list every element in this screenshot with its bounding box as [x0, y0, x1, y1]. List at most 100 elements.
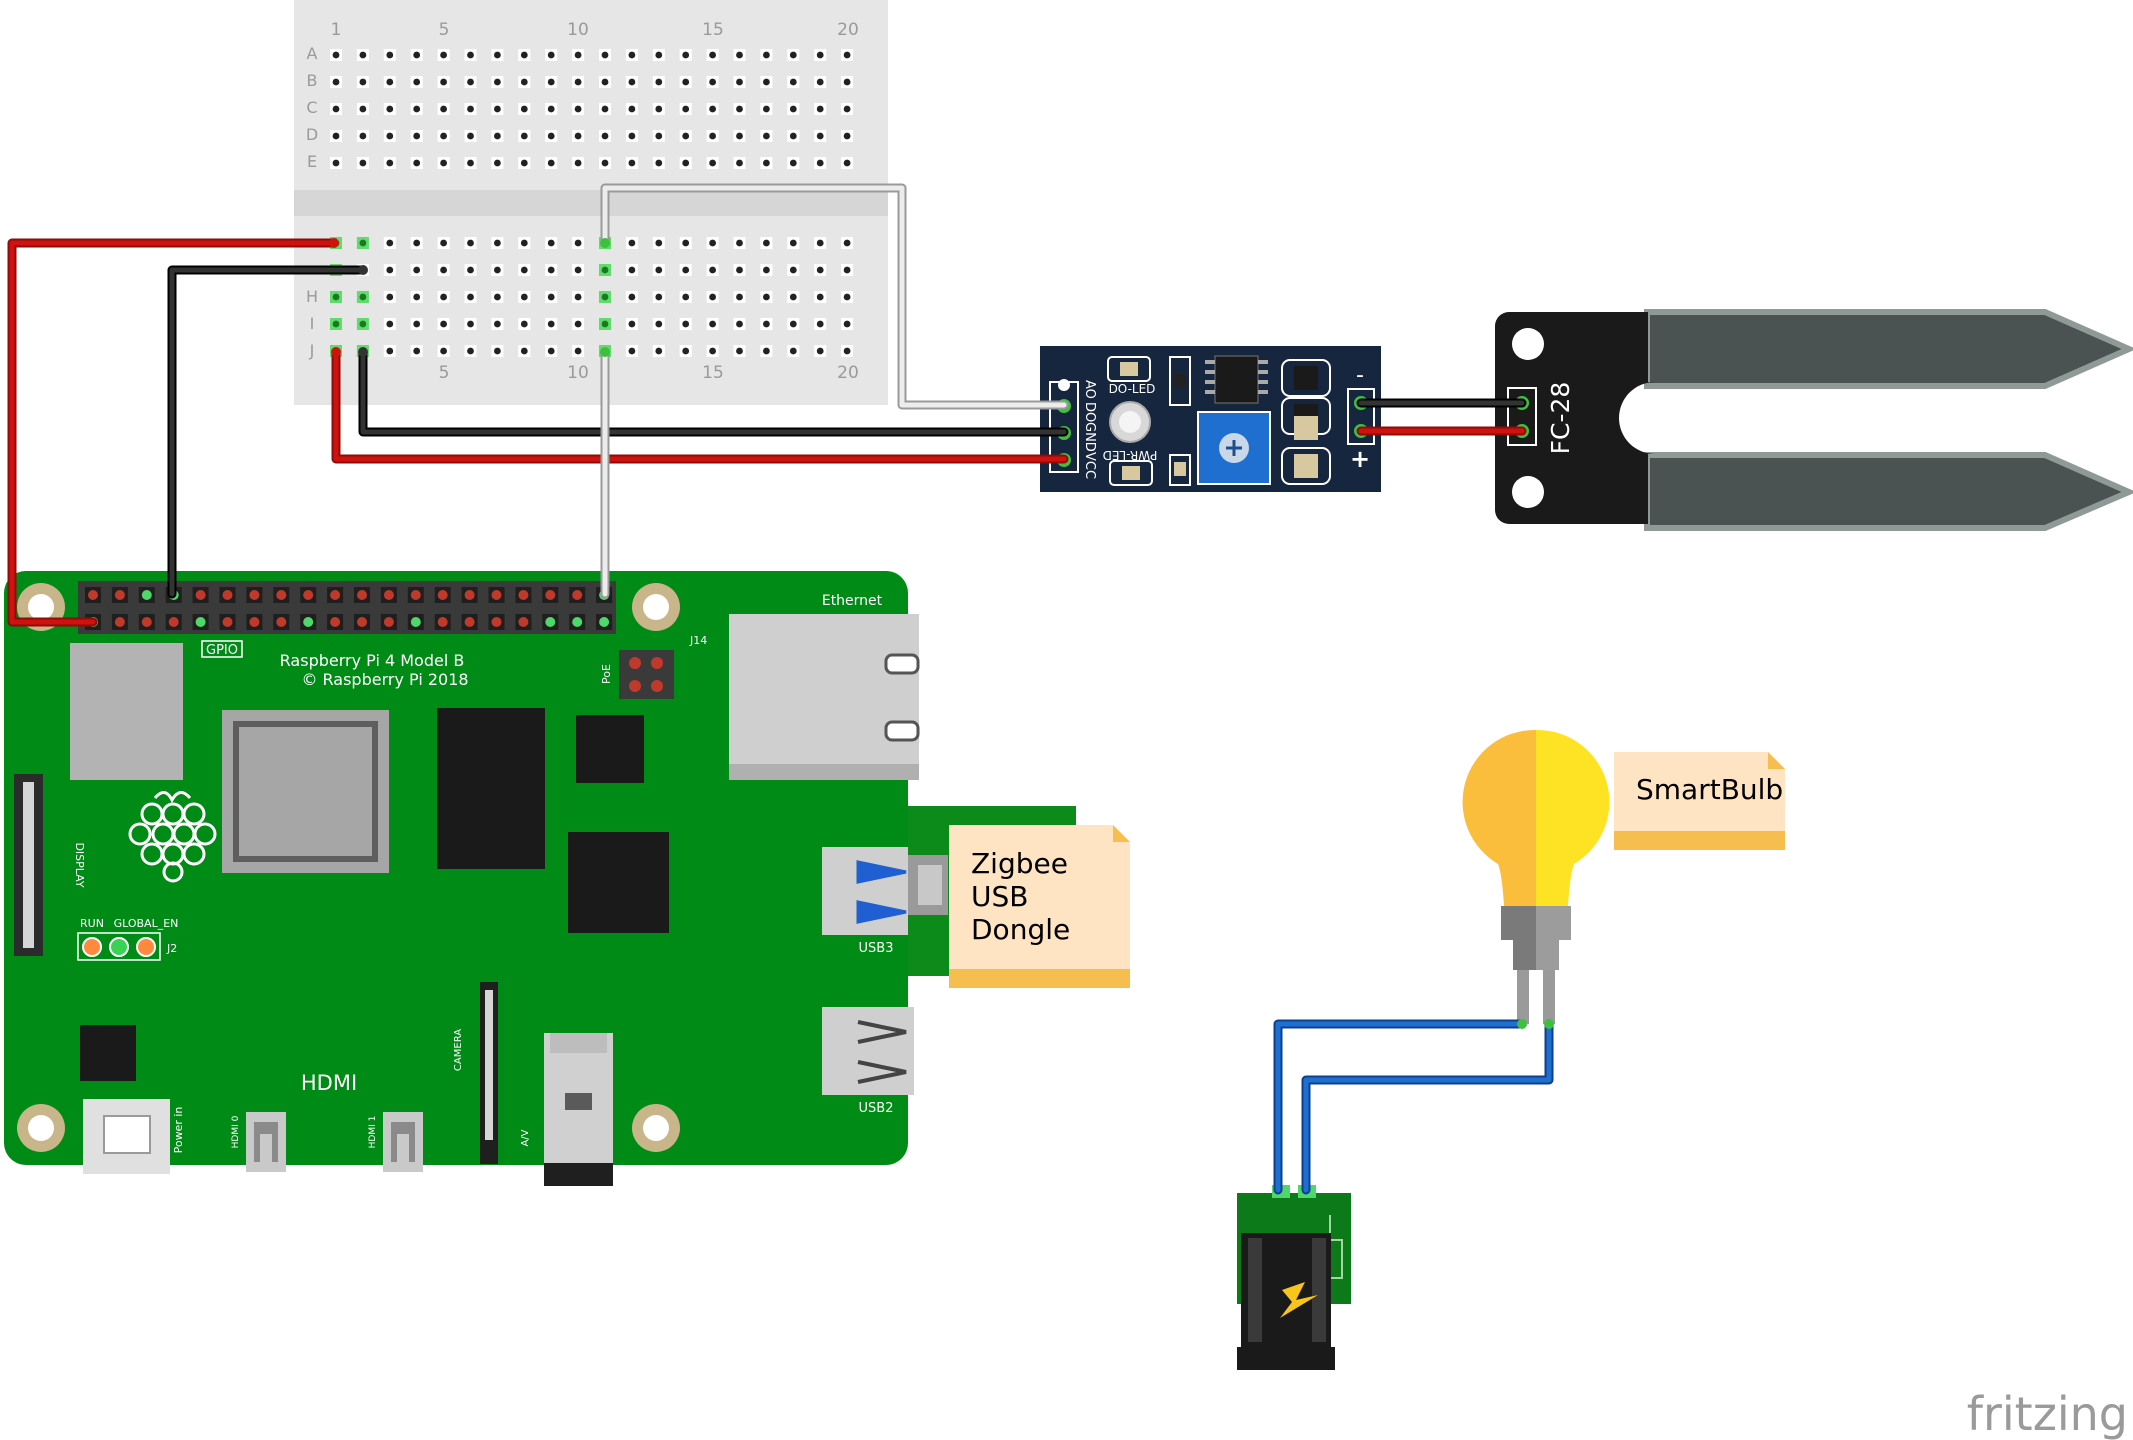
breadboard-hole-dot — [520, 105, 528, 113]
av-jack-top — [550, 1033, 607, 1053]
bulb-lead-right — [1543, 970, 1555, 1024]
wire-end-dot — [358, 347, 368, 357]
status-led-icon — [136, 937, 156, 957]
probe-head — [1495, 312, 1655, 524]
usb3-label: USB3 — [859, 941, 894, 956]
breadboard-hole-dot — [816, 239, 824, 247]
smd-component — [1169, 356, 1191, 406]
breadboard-hole-dot — [843, 159, 851, 167]
breadboard-hole-dot — [359, 132, 367, 140]
breadboard-hole-dot — [709, 78, 716, 86]
do-led-icon — [1107, 356, 1151, 382]
resistor-array — [1281, 359, 1331, 485]
breadboard-hole-dot — [520, 266, 528, 274]
breadboard-hole-dot — [843, 239, 851, 247]
breadboard-hole-dot — [386, 266, 394, 274]
bb-bnum-10: 10 — [567, 363, 589, 383]
dongle-usb-plug-inner — [918, 865, 942, 905]
breadboard-hole-dot — [413, 132, 421, 140]
wire-blue-bulb-to-jack-1 — [1273, 1019, 1527, 1195]
breadboard-hole-dot — [736, 347, 743, 355]
breadboard-hole-dot — [359, 159, 367, 167]
fritzing-watermark: fritzing — [1967, 1387, 2128, 1440]
bb-bnum-5: 5 — [439, 363, 450, 383]
breadboard-hole-dot — [628, 105, 636, 113]
breadboard-hole-dot — [359, 239, 367, 247]
wire-end-dot — [1544, 1019, 1554, 1029]
breadboard-hole-dot — [763, 159, 770, 167]
gpio-pin — [491, 590, 502, 600]
breadboard-hole-dot — [682, 266, 690, 274]
gpio-pin — [114, 617, 125, 627]
breadboard-hole-dot — [574, 51, 582, 59]
breadboard-hole-dot — [601, 159, 609, 167]
comparator-ic-pins — [1205, 360, 1268, 394]
breadboard-hole-dot — [682, 347, 690, 355]
global-en-label: GLOBAL_EN — [114, 917, 179, 930]
smd-component — [1169, 454, 1191, 486]
wire-end-dot — [329, 238, 339, 248]
zigbee-note-line1: Zigbee — [971, 847, 1068, 880]
breadboard-hole-dot — [789, 266, 797, 274]
gpio-pins — [85, 587, 613, 630]
ethernet-led — [884, 720, 920, 742]
breadboard-hole-dot — [628, 347, 636, 355]
poe-header — [619, 650, 674, 699]
breadboard-hole-dot — [816, 51, 824, 59]
wireless-module — [70, 643, 183, 780]
gpio-pin — [249, 590, 260, 600]
breadboard-hole-dot — [413, 159, 421, 167]
bb-num-1: 1 — [331, 20, 342, 40]
wire-end-dot — [358, 265, 368, 275]
pi-copyright: © Raspberry Pi 2018 — [301, 670, 468, 689]
breadboard-hole-dot — [574, 266, 582, 274]
breadboard-hole-dot — [843, 78, 851, 86]
gpio-pin — [114, 590, 125, 600]
breadboard-hole-dot — [467, 105, 474, 113]
breadboard-hole-dot — [628, 51, 636, 59]
breadboard-hole-dot — [467, 320, 474, 328]
poe-pin — [651, 680, 663, 692]
breadboard-hole-dot — [843, 105, 851, 113]
breadboard-hole-dot — [628, 159, 636, 167]
breadboard-hole-dot — [601, 132, 609, 140]
breadboard-hole-dot — [467, 293, 474, 301]
breadboard-hole-dot — [709, 266, 716, 274]
breadboard-hole-dot — [547, 266, 555, 274]
breadboard-hole-dot — [467, 78, 474, 86]
do-led-body — [1120, 362, 1138, 376]
breadboard-center-channel — [294, 190, 888, 216]
breadboard-hole-dot — [494, 132, 501, 140]
raspberry-pi-board: GPIO Raspberry Pi 4 Model B © Raspberry … — [4, 571, 920, 1186]
breadboard-hole-dot — [574, 320, 582, 328]
breadboard-hole-dot — [682, 51, 690, 59]
breadboard-hole-dot — [843, 266, 851, 274]
breadboard-holes — [330, 49, 854, 357]
bulb-glass-left — [1462, 729, 1536, 906]
breadboard-hole-dot — [655, 239, 663, 247]
breadboard-hole-dot — [332, 132, 340, 140]
probe-connector — [1507, 387, 1537, 446]
breadboard-hole-dot — [736, 132, 743, 140]
breadboard-hole-dot — [763, 239, 770, 247]
breadboard-hole-dot — [763, 320, 770, 328]
usb-controller-chip — [568, 832, 669, 933]
small-chip — [576, 715, 644, 783]
fc28-probe: FC-28 — [1495, 309, 2133, 531]
gpio-pin — [572, 617, 583, 627]
breadboard-hole-dot — [789, 78, 797, 86]
breadboard-hole-dot — [413, 51, 421, 59]
breadboard-hole-dot — [547, 159, 555, 167]
breadboard-hole-dot — [494, 320, 501, 328]
bb-row-b: B — [307, 71, 318, 90]
gpio-pin — [276, 617, 287, 627]
hdmi-label: HDMI — [301, 1071, 357, 1095]
pwr-led-body — [1122, 466, 1140, 480]
probe-mount-hole — [1512, 476, 1544, 508]
breadboard-hole-dot — [628, 266, 636, 274]
breadboard-hole-dot — [547, 239, 555, 247]
breadboard-hole-dot — [547, 132, 555, 140]
breadboard-top-numbers: 1 5 10 15 20 — [331, 20, 859, 40]
breadboard-hole-dot — [736, 293, 743, 301]
